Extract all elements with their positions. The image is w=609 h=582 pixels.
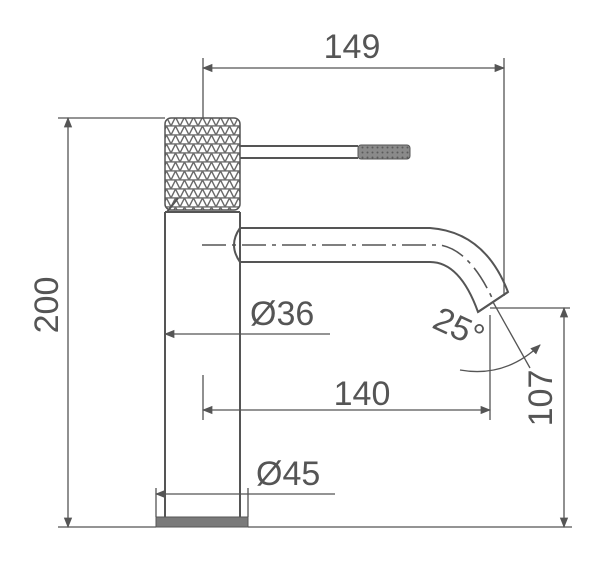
- knurled-handle-block: [164, 117, 241, 211]
- dim-body-diameter: Ø36: [163, 295, 330, 339]
- knurl-chamfer: [166, 197, 179, 213]
- faucet-body: [155, 117, 510, 528]
- lever-grip: [357, 144, 411, 160]
- spout-centerline: [202, 244, 494, 301]
- base-plate: [155, 516, 249, 528]
- dim-total-height-label: 200: [28, 277, 66, 334]
- dim-angle-label: 25°: [427, 300, 490, 356]
- dim-spout-height: 107: [248, 306, 572, 529]
- dim-angle: 25°: [427, 300, 570, 373]
- dim-body-diameter-label: Ø36: [250, 295, 314, 333]
- dim-total-height: 200: [28, 116, 165, 529]
- body-column: [164, 211, 241, 520]
- dim-base-diameter: Ø45: [154, 455, 335, 517]
- dim-spout-reach-label: 149: [324, 28, 381, 66]
- dim-spout-projection: 140: [201, 315, 492, 420]
- dim-spout-height-label: 107: [522, 370, 560, 427]
- dim-base-diameter-label: Ø45: [256, 455, 320, 493]
- spout-outline: [240, 227, 510, 314]
- dim-spout-projection-label: 140: [334, 375, 391, 413]
- lever-arm: [240, 145, 358, 159]
- dim-spout-reach: 149: [201, 28, 506, 296]
